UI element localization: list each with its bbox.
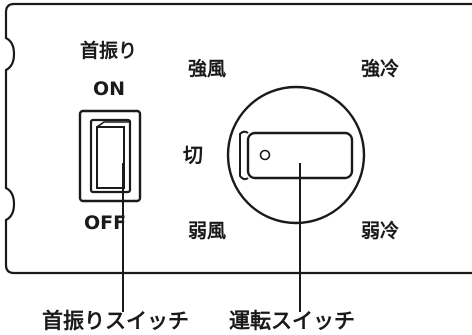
dial-indicator-dot [259, 149, 271, 161]
weak-wind-label: 弱風 [188, 220, 227, 242]
on-label: ON [93, 78, 126, 100]
weak-cool-label: 弱冷 [361, 220, 400, 242]
operation-switch-callout: 運転スイッチ [229, 309, 355, 333]
strong-wind-label: 強風 [188, 58, 227, 80]
off-label: OFF [84, 212, 127, 234]
operation-dial[interactable] [226, 85, 366, 225]
strong-cool-label: 強冷 [361, 58, 400, 80]
swing-switch-callout: 首振りスイッチ [42, 309, 189, 333]
off-position-label: 切 [183, 143, 203, 167]
swing-rocker-switch[interactable] [78, 109, 142, 203]
panel-outline [4, 2, 472, 275]
swing-label: 首振り [80, 40, 138, 62]
